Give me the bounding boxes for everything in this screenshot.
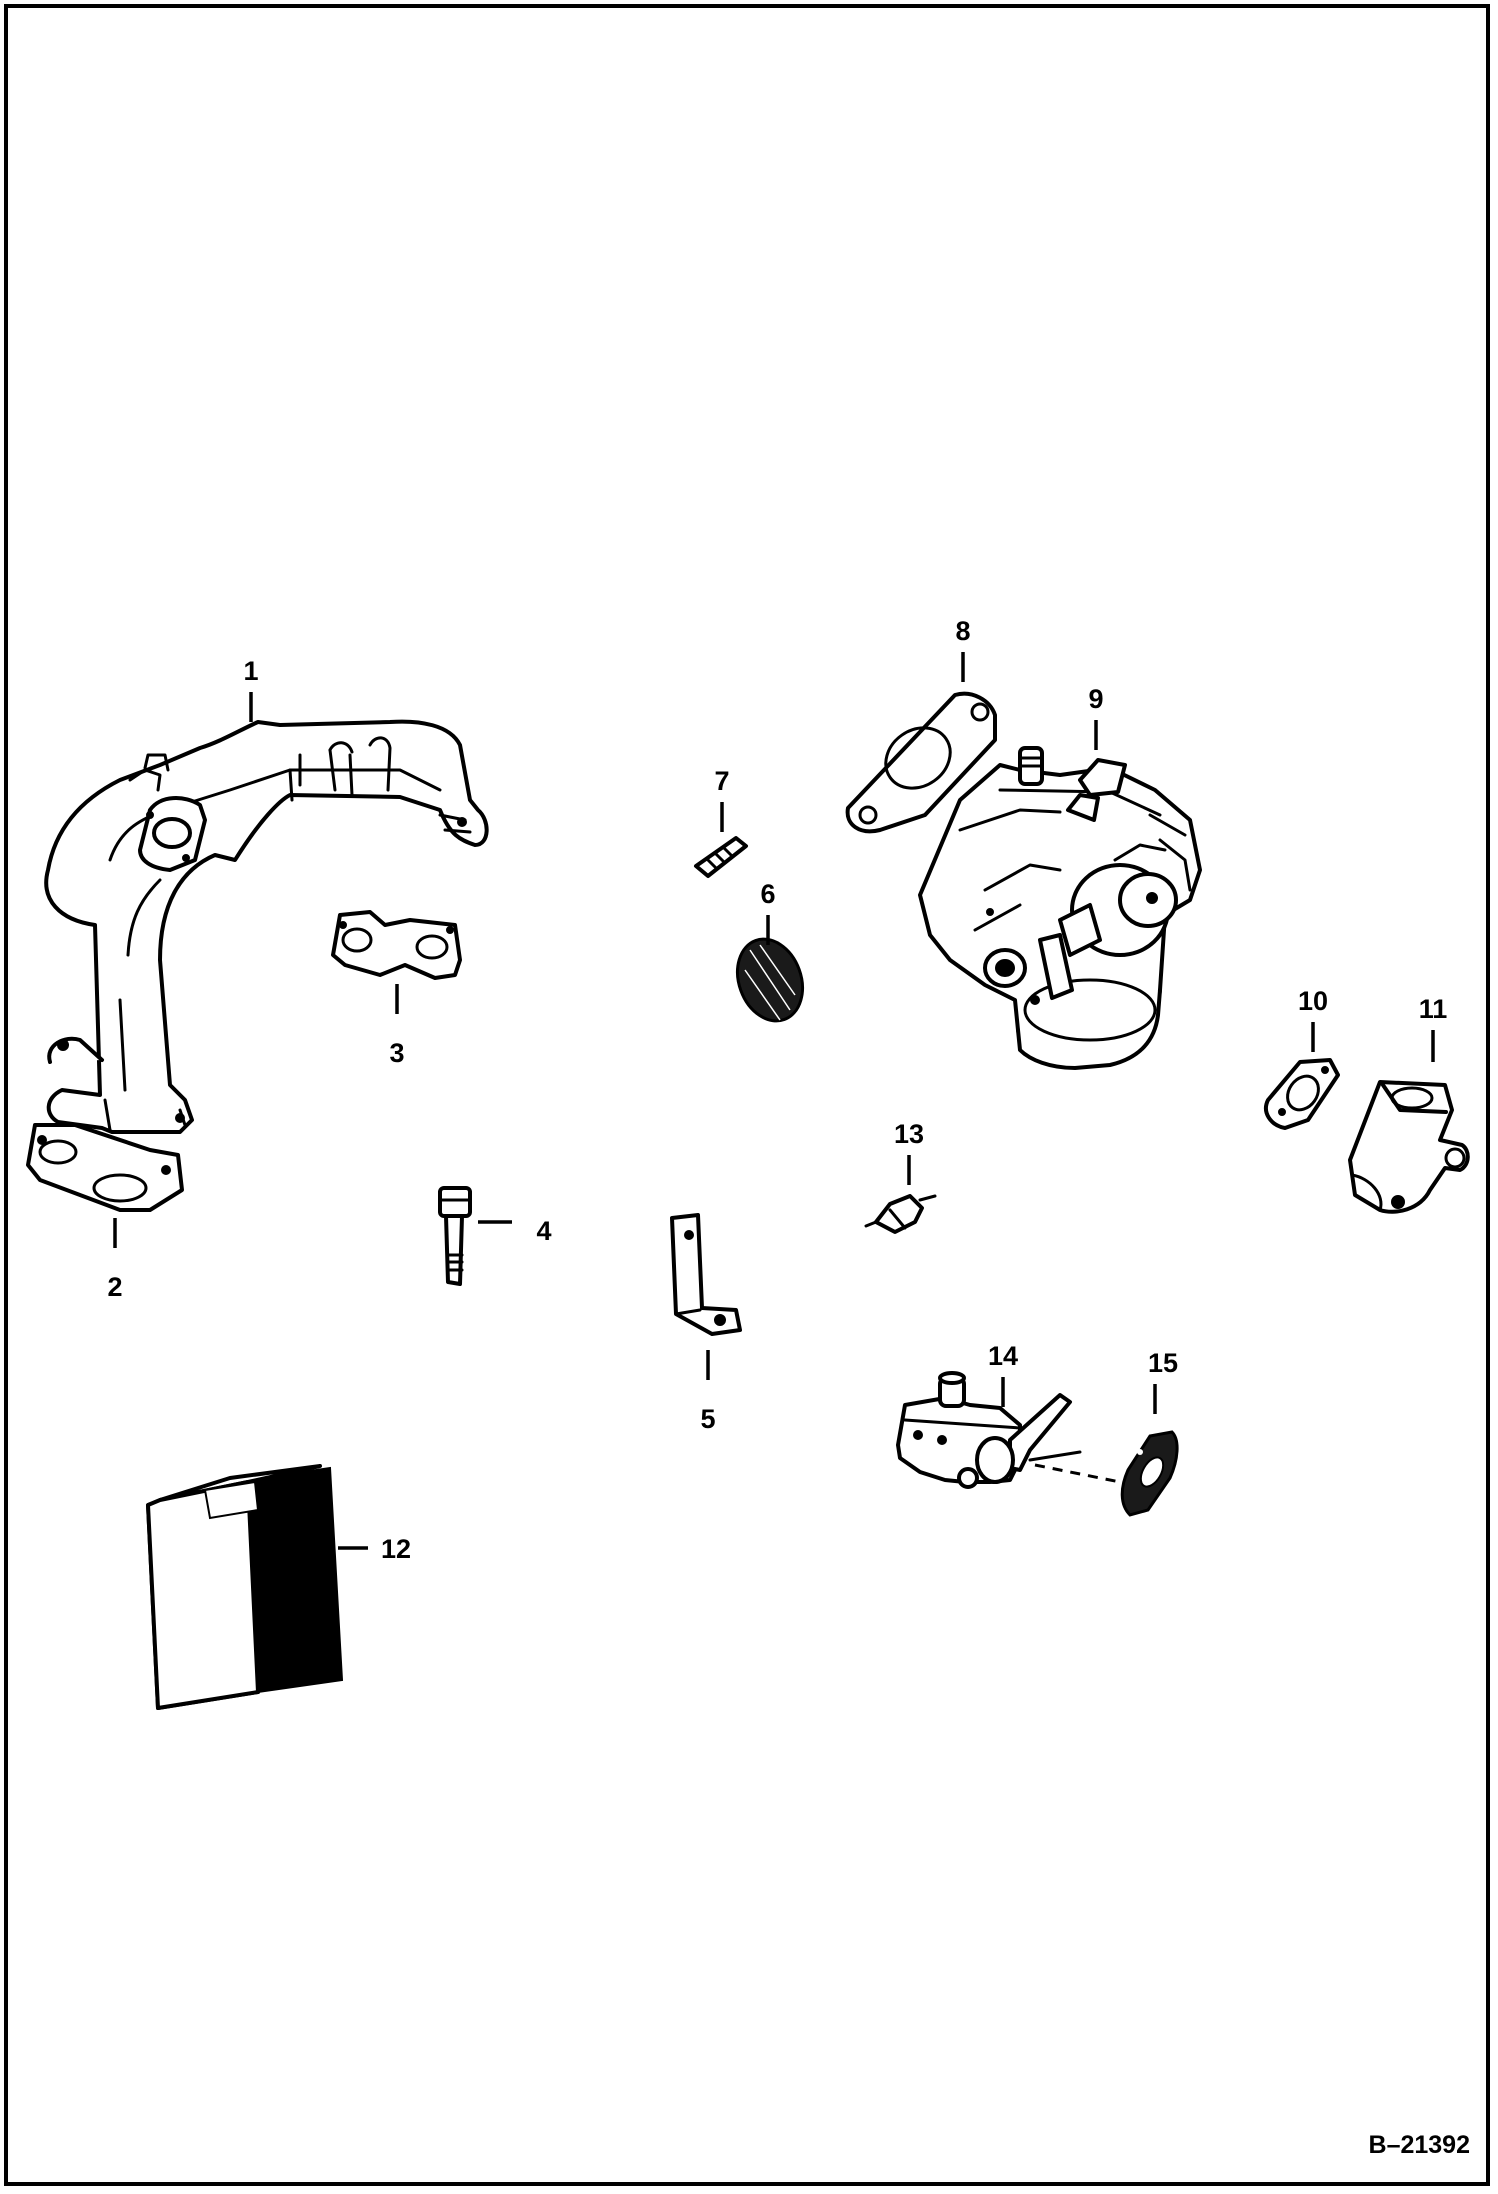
part-12-filter-element <box>146 1464 344 1710</box>
callout-7: 7 <box>714 766 729 796</box>
part-5-bracket <box>670 1213 742 1336</box>
part-10-gasket <box>1264 1058 1340 1130</box>
callout-13: 13 <box>894 1119 924 1149</box>
part-2-gasket <box>26 1123 184 1212</box>
callout-14: 14 <box>988 1341 1018 1371</box>
callout-5: 5 <box>700 1404 715 1434</box>
part-9-carburetor <box>918 746 1202 1070</box>
callout-6: 6 <box>760 879 775 909</box>
diagram-frame <box>4 4 1490 2186</box>
callout-10: 10 <box>1298 986 1328 1016</box>
part-7-stud <box>694 836 748 878</box>
callout-11: 11 <box>1419 994 1448 1024</box>
callout-1: 1 <box>243 656 258 686</box>
part-1-intake-manifold <box>44 719 489 1134</box>
callout-15: 15 <box>1148 1348 1178 1378</box>
callout-12: 12 <box>381 1534 411 1564</box>
callout-4: 4 <box>536 1216 551 1246</box>
part-15-pump-filter <box>1120 1430 1179 1517</box>
part-6-screen-filter <box>736 937 804 1023</box>
callout-9: 9 <box>1088 684 1103 714</box>
reference-code: B–21392 <box>1369 2131 1470 2159</box>
callout-labels: 1 2 3 4 5 6 7 8 9 10 11 12 13 14 15 <box>107 616 1447 1564</box>
part-14-fuel-pump <box>896 1371 1131 1489</box>
part-11-elbow-adapter <box>1348 1080 1470 1214</box>
part-8-gasket <box>845 691 997 834</box>
callout-2: 2 <box>107 1272 122 1302</box>
part-4-bolt <box>438 1186 472 1286</box>
callout-8: 8 <box>955 616 970 646</box>
part-3-gasket <box>331 910 462 980</box>
leader-lines <box>113 652 1435 1550</box>
part-13-fuel-filter <box>864 1194 937 1234</box>
callout-3: 3 <box>389 1038 404 1068</box>
